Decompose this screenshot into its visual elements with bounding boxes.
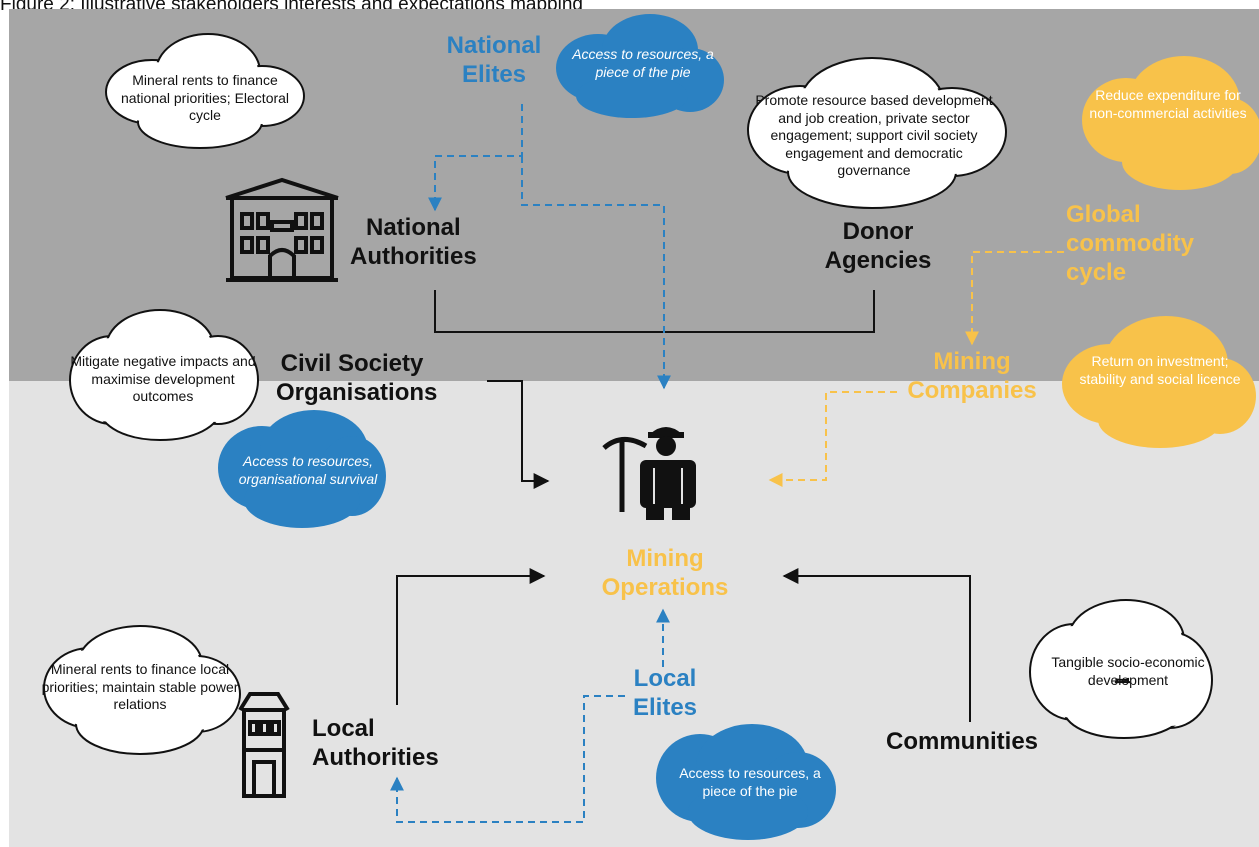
interest-mining-companies: Return on investment; stability and soci… [1079,353,1241,387]
label-communities: Communities [886,728,1039,755]
arrow-local-elites-to-local-authorities [390,695,625,823]
miner-icon [602,427,696,520]
cloud-donor-agencies-fill [750,60,1004,206]
cloud-commodity-cycle [1082,56,1259,190]
arrow-commodity-cycle-to-companies [965,251,1064,346]
interest-civil-society-survival: Access to resources, organisational surv… [238,453,378,487]
cloud-mining-companies [1062,316,1256,448]
local-authorities-building-icon [238,692,290,798]
national-authorities-building-icon [225,177,339,282]
interest-civil-society: Mitigate negative impacts and maximise d… [70,353,256,404]
local-level-band [9,381,1259,847]
line-national-to-donor [434,290,875,333]
cloud-national-authorities-fill [108,36,302,146]
interest-communities: Tangible socio-economic development [1051,654,1205,688]
arrow-national-elites-to-authorities [428,104,523,212]
cloud-local-elites [656,724,836,840]
arrow-national-elites-to-mining [521,156,671,390]
cloud-local-authorities-fill [46,628,238,752]
cloud-civil-society-survival [218,410,386,528]
interest-local-elites: Access to resources, a piece of the pie [679,765,821,799]
cloud-national-elites [556,14,724,118]
arrow-civil-society-to-mining [487,380,550,489]
interest-local-authorities: Mineral rents to finance local prioritie… [41,661,239,712]
arrow-companies-to-mining [768,391,897,487]
interest-commodity-cycle: Reduce expenditure for non-commercial ac… [1089,87,1247,121]
arrow-communities-to-mining [782,568,971,722]
interest-national-authorities: Mineral rents to finance national priori… [120,72,290,123]
interest-national-elites: Access to resources, a piece of the pie [572,46,714,80]
arrow-local-authorities-to-mining [396,568,546,705]
cloud-civil-society-fill [72,312,256,438]
cloud-communities-fill [1032,602,1210,736]
interest-donor-agencies: Promote resource based development and j… [755,92,993,178]
